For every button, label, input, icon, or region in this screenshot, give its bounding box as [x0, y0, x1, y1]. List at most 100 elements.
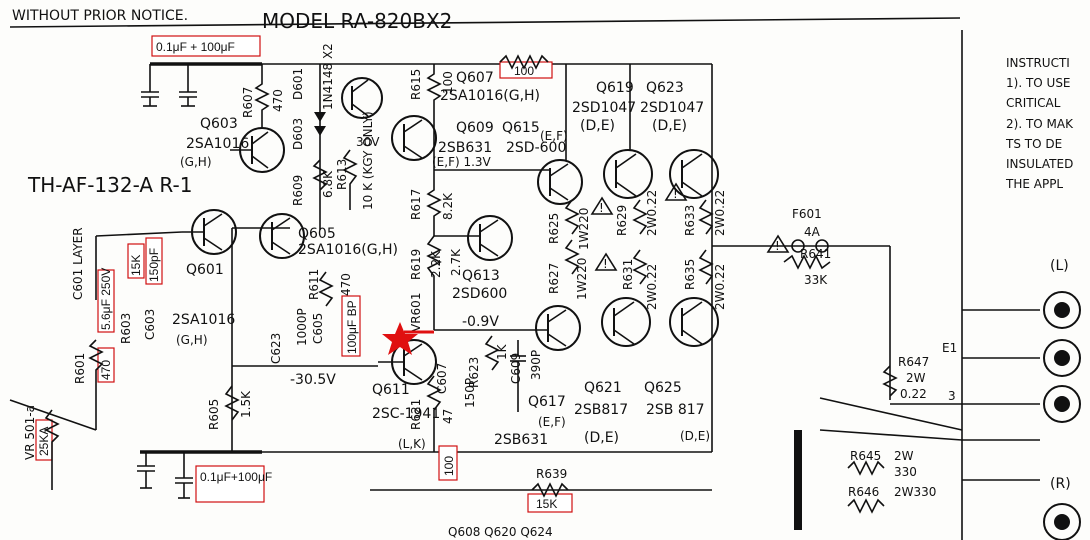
- q617-part: 2SB631: [494, 432, 548, 448]
- q623-ref: Q623: [646, 80, 684, 96]
- resistor-r645: [847, 460, 885, 476]
- hp-wire-1: [819, 397, 963, 431]
- speaker-terminal-l2[interactable]: [1043, 339, 1081, 377]
- notice-text: WITHOUT PRIOR NOTICE.: [12, 8, 188, 24]
- instruction-line: TS TO DE: [1005, 137, 1062, 151]
- annotation-top-caps-box: [151, 35, 261, 57]
- c601-layer-label: C601 LAYER: [71, 227, 85, 300]
- volume-pot-vr501: [44, 409, 60, 490]
- instruction-line: CRITICAL: [1006, 96, 1061, 110]
- resistor-r609: [312, 159, 328, 191]
- resistor-r625: [564, 199, 580, 235]
- resistor-r623: [484, 335, 500, 371]
- resistor-r631: [632, 249, 648, 285]
- voltage-neg30: -30.5V: [290, 372, 336, 388]
- r646-ref: R646: [848, 485, 879, 499]
- resistor-top-100: [499, 54, 549, 70]
- r623-value: 1K: [495, 343, 509, 360]
- input-line: [9, 399, 97, 431]
- resistor-vr601-r619: [426, 235, 442, 330]
- annotation-r639: 15K: [536, 497, 557, 511]
- instructions-block: INSTRUCTI 1). TO USE CRITICAL 2). TO MAK…: [1005, 56, 1074, 191]
- r621-value: 47: [441, 409, 455, 424]
- c607-ref: C607: [435, 363, 449, 394]
- r641-ref: R641: [800, 247, 831, 261]
- q609-ref: Q609: [456, 120, 494, 136]
- resistor-r639: [531, 482, 569, 498]
- transistor-q611: [378, 339, 437, 385]
- vr501-ref: VR 501-a: [23, 405, 37, 460]
- svg-text:!: !: [599, 201, 604, 215]
- r623-ref: R623: [467, 357, 481, 388]
- annotation-vr501-box: [35, 419, 53, 461]
- svg-text:!: !: [603, 257, 608, 271]
- r629-ref: R629: [615, 205, 629, 236]
- annotation-c603: 5.6μF 250V: [99, 268, 113, 330]
- c609-value: 390P: [529, 350, 543, 380]
- r641-value: 33K: [804, 273, 828, 287]
- c623-ref: C623: [269, 333, 283, 364]
- q607-ref: Q607: [456, 70, 494, 86]
- annotation-bottom-caps: 0.1μF+100μF: [200, 470, 272, 484]
- r611-value: 470: [339, 273, 353, 296]
- annotation-top-caps: 0.1μF + 100μF: [156, 40, 235, 54]
- r615-ref: R615: [409, 69, 423, 100]
- q613-ref: Q613: [462, 268, 500, 284]
- q617-ref: Q617: [528, 394, 566, 410]
- speaker-terminal-l3[interactable]: [1043, 385, 1081, 423]
- r635-ref: R635: [683, 259, 697, 290]
- q603-grade: (G,H): [180, 155, 212, 169]
- capacitor-c609: [510, 340, 526, 412]
- c605-ref: C605: [311, 313, 325, 344]
- annotation-c605-box: [341, 295, 361, 357]
- q601-ref: Q601: [186, 262, 224, 278]
- c607-value: 150P: [463, 378, 477, 408]
- r619-ref: R619: [409, 249, 423, 280]
- c609-ref: C609: [509, 353, 523, 384]
- speaker-terminal-l1[interactable]: [1043, 291, 1081, 329]
- q601-part: 2SA1016: [172, 312, 235, 328]
- resistor-r601: [88, 339, 104, 430]
- e1-pin: 3: [948, 389, 956, 403]
- annotation-r603-box: [127, 243, 145, 279]
- q615-ref: Q615: [502, 120, 540, 136]
- transistor-q625: [669, 297, 719, 347]
- q623-grade: (D,E): [652, 118, 687, 134]
- annotation-c605: 100μF BP: [345, 300, 359, 354]
- annotation-bottom-caps-box: [195, 465, 265, 503]
- r625-value: 1W220: [577, 208, 591, 250]
- top-supply-caps: [141, 64, 197, 107]
- input-wire: [95, 231, 183, 237]
- r625-ref: R625: [547, 213, 561, 244]
- r645-ref: R645: [850, 449, 881, 463]
- vr601-value: 2.7K: [449, 248, 463, 276]
- hp-wire-2: [819, 429, 963, 441]
- r605-ref: R605: [207, 399, 221, 430]
- transistor-q601: [182, 209, 237, 255]
- q605-ref: Q605: [298, 226, 336, 242]
- q615-grade: (E,F): [540, 129, 568, 143]
- q615-part: 2SD-600: [506, 140, 566, 156]
- q607-part: 2SA1016(G,H): [440, 88, 540, 104]
- q611-grade: (L,K): [398, 437, 426, 451]
- r617-value: 8.2K: [441, 192, 455, 220]
- speaker-terminal-r1[interactable]: [1043, 503, 1081, 540]
- r607-ref: R607: [241, 87, 255, 118]
- q611-ref: Q611: [372, 382, 410, 398]
- fuse-f601: [791, 239, 829, 253]
- vr601-ref: VR601: [409, 293, 423, 332]
- e1-ref: E1: [942, 341, 957, 355]
- bottom-refs: Q608 Q620 Q624: [448, 525, 553, 539]
- q605-part: 2SA1016(G,H): [298, 242, 398, 258]
- r621-ref: R621: [409, 399, 423, 430]
- instruction-line: 1). TO USE: [1006, 76, 1071, 90]
- d601-part: 1N4148 X2: [321, 43, 335, 110]
- q625-grade: (D,E): [680, 429, 710, 443]
- annotation-vr501: 25KA: [37, 427, 51, 456]
- resistor-r627: [564, 239, 580, 275]
- q603-part: 2SA1016: [186, 136, 249, 152]
- r627-ref: R627: [547, 263, 561, 294]
- voltage-neg09: -0.9V: [462, 314, 499, 330]
- warning-icon: !: [664, 182, 688, 201]
